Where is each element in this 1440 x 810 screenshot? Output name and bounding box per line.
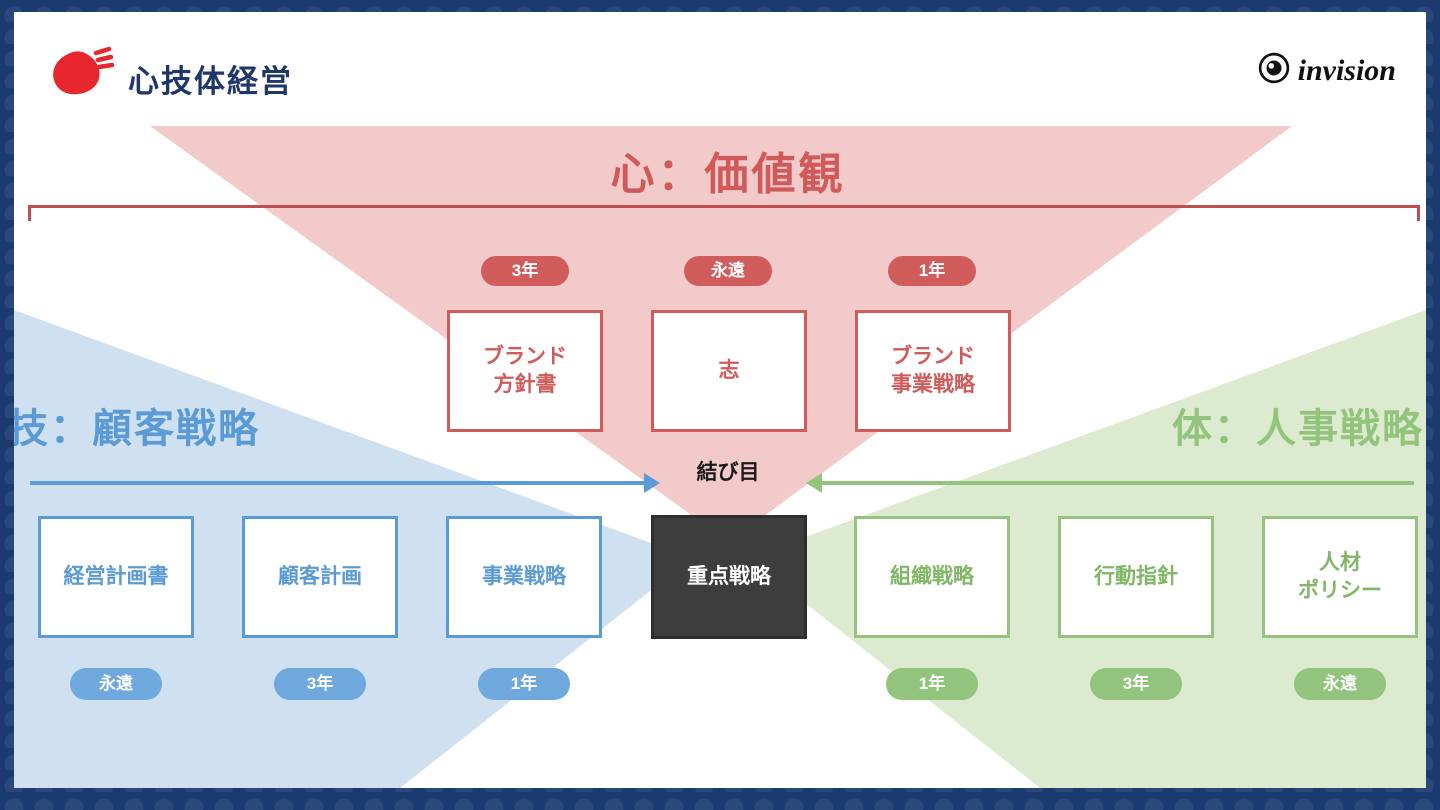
body-section-title: 体：人事戦略: [1172, 407, 1424, 451]
body-arrow-head-icon: [806, 473, 822, 493]
technique-pill-3year: 3年: [274, 668, 366, 700]
body-pill-3year: 3年: [1090, 668, 1182, 700]
technique-box-customer-plan: 顧客計画: [242, 516, 398, 638]
brand-logo: invision: [1258, 52, 1396, 89]
body-box-action-guidelines: 行動指針: [1058, 516, 1214, 638]
mind-box-brand-strategy: ブランド 事業戦略: [855, 310, 1011, 432]
body-box-org-strategy: 組織戦略: [854, 516, 1010, 638]
mind-box-brand-policy: ブランド 方針書: [447, 310, 603, 432]
mind-pill-forever: 永遠: [684, 256, 772, 286]
top-bracket: [28, 205, 1420, 221]
technique-section-title: 技：顧客戦略: [14, 407, 260, 451]
brand-name: invision: [1297, 53, 1396, 87]
mind-box-aspiration: 志: [651, 310, 807, 432]
body-pill-1year: 1年: [886, 668, 978, 700]
knot-label: 結び目: [696, 461, 760, 484]
page-title: 心技体経営: [128, 64, 293, 99]
mind-section-title: 心：価値観: [610, 150, 846, 199]
body-box-talent-policy: 人材 ポリシー: [1262, 516, 1418, 638]
body-arrow-line: [822, 481, 1414, 485]
technique-arrow-line: [30, 481, 644, 485]
invision-icon: [1258, 52, 1290, 89]
core-strategy-box: 重点戦略: [651, 515, 807, 639]
mind-pill-3year: 3年: [481, 256, 569, 286]
technique-box-business-strategy: 事業戦略: [446, 516, 602, 638]
slide-paper: 心技体経営 invision 心：価値観 3年 永遠 1年 ブランド 方針書 志: [14, 12, 1426, 788]
company-logo-icon: [44, 44, 118, 105]
technique-pill-1year: 1年: [478, 668, 570, 700]
technique-arrow-head-icon: [644, 473, 660, 493]
technique-pill-forever: 永遠: [70, 668, 162, 700]
body-pill-forever: 永遠: [1294, 668, 1386, 700]
technique-box-management-plan: 経営計画書: [38, 516, 194, 638]
mind-pill-1year: 1年: [888, 256, 976, 286]
